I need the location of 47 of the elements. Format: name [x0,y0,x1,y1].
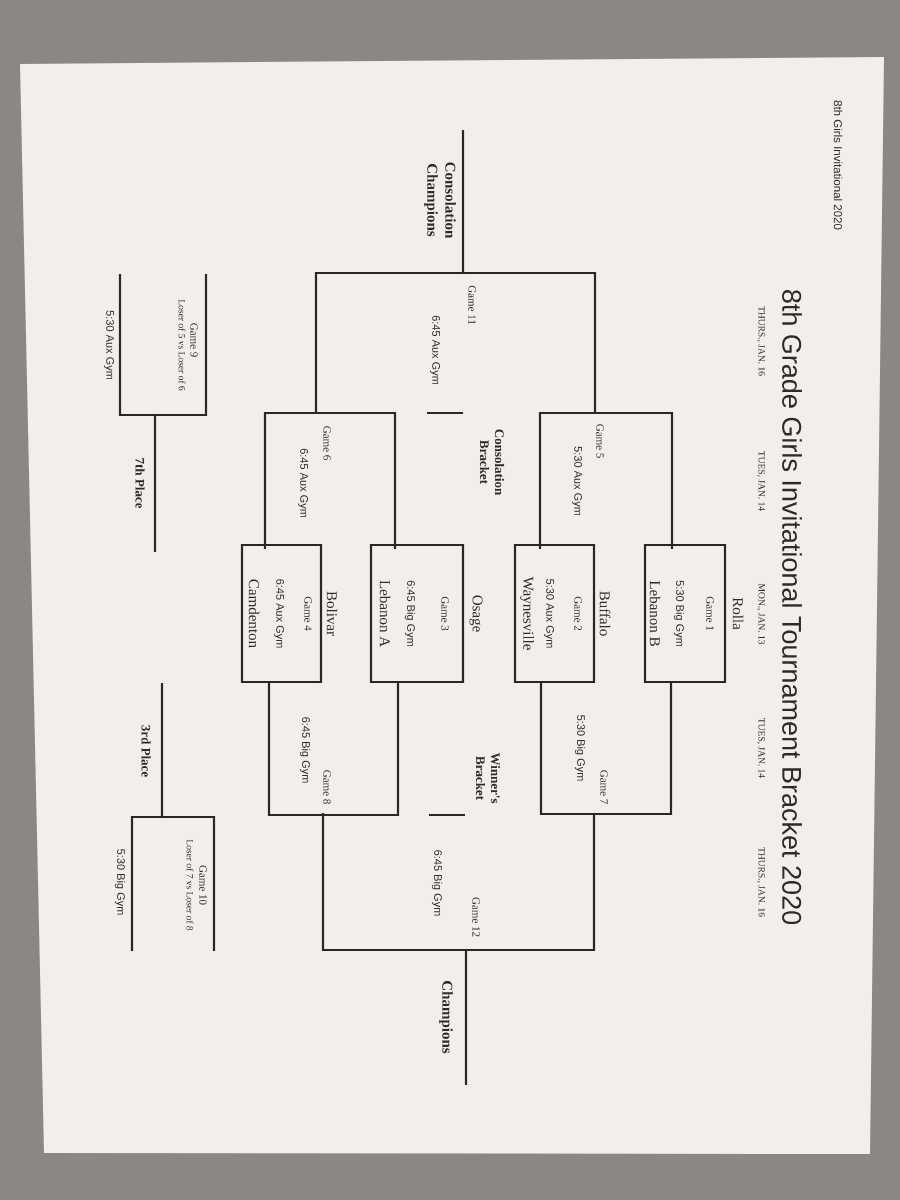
game-number: Game 10 [199,865,207,905]
page-header: 8th Girls Invitational 2020 [833,100,843,230]
game-number: Game 1 [706,596,714,631]
game-time: 6:45 Big Gym [431,850,443,916]
game-number: Game 9 [190,323,198,357]
game-time: 6:45 Aux Gym [298,448,308,518]
team-name: Lebanon B [649,580,661,646]
place-label: 3rd Place [141,725,151,777]
game-time: 5:30 Big Gym [574,715,586,781]
game-time: 5:30 Aux Gym [104,310,114,380]
place-label: 7th Place [135,458,145,509]
team-name: Lebanon A [379,580,391,647]
game-time: 5:30 Big Gym [114,849,126,915]
day-label: THURS., JAN. 16 [757,306,765,376]
day-label: MON., JAN. 13 [757,583,765,645]
team-name: Bolivar [326,591,338,636]
game-number: Game 3 [441,596,449,631]
game-number: Game 5 [596,424,604,458]
team-name: Buffalo [599,591,611,636]
game-number: Game 7 [600,770,608,804]
day-label: TUES, JAN. 14 [757,718,765,778]
bracket-heading: Consolation Bracket [479,429,505,496]
place-label: Consolation Champions [424,162,456,239]
day-label: TUES, JAN. 14 [757,451,765,511]
game-number: Game 8 [323,770,331,804]
place-label: Champions [439,981,453,1054]
title: 8th Grade Girls Invitational Tournament Bracket 2020 [782,290,802,925]
game-time: 5:30 Aux Gym [544,579,554,648]
team-name: Waynesville [520,576,534,650]
game-number: Game 4 [304,596,312,631]
game-number: Game 12 [472,897,480,937]
game-time: 6:45 Big Gym [299,717,311,783]
game-time: 6:45 Big Gym [404,580,416,647]
game-time: 5:30 Aux Gym [572,446,582,516]
team-name: Camdenton [248,579,260,648]
day-label: THURS., JAN. 16 [757,847,765,917]
game-number: Game 11 [468,285,476,325]
bracket-heading: Winner's Bracket [475,752,501,804]
matchup-note: Loser of 5 vs Loser of 6 [178,299,186,391]
team-name: Osage [469,595,483,632]
team-name: Rolla [732,597,744,630]
game-number: Game 6 [323,426,331,460]
game-time: 6:45 Aux Gym [430,315,440,385]
game-time: 5:30 Big Gym [673,580,685,647]
game-time: 6:45 Aux Gym [274,579,284,648]
matchup-note: Loser of 7 vs Loser of 8 [186,839,194,931]
game-number: Game 2 [574,596,582,631]
